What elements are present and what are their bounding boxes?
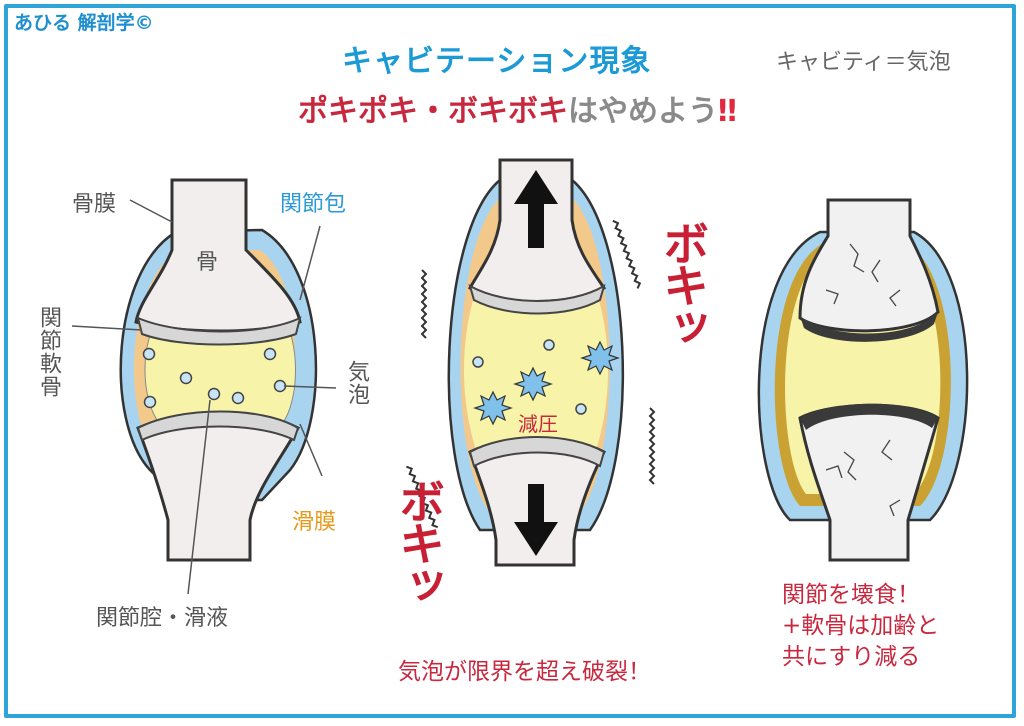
right-upper-bone bbox=[798, 198, 940, 333]
label-periosteum: 骨膜 bbox=[72, 192, 117, 217]
diagram-title: キャビテーション現象 bbox=[342, 44, 652, 79]
brand-label: あひる 解剖学© bbox=[14, 12, 154, 34]
diagram-frame bbox=[4, 4, 1016, 718]
sound-effect-upper: ボキッ bbox=[656, 220, 710, 346]
right-lower-bone bbox=[798, 403, 940, 562]
damaged-joint bbox=[757, 198, 969, 562]
label-bubble: 気泡 bbox=[344, 360, 369, 406]
right-upper-surface bbox=[800, 312, 938, 342]
subtitle-part-1: ポキポキ・ボキボキ bbox=[298, 94, 568, 129]
caption-burst: 気泡が限界を超え破裂！ bbox=[398, 659, 651, 685]
mid-lower-cartilage bbox=[468, 436, 606, 468]
burst-bubble-2 bbox=[513, 366, 553, 402]
label-joint-cavity: 関節腔・滑液 bbox=[96, 606, 229, 631]
subtitle-part-3: ‼ bbox=[718, 94, 737, 129]
label-joint-capsule: 関節包 bbox=[280, 192, 347, 217]
subtitle: ポキポキ・ボキボキはやめよう‼ bbox=[298, 86, 737, 130]
sound-effect-lower: ボキッ bbox=[392, 478, 446, 604]
cavity-note: キャビティ＝気泡 bbox=[776, 50, 951, 75]
label-bone: 骨 bbox=[196, 250, 219, 275]
normal-joint bbox=[71, 178, 337, 595]
arrow-up-icon bbox=[514, 170, 558, 248]
lower-cartilage bbox=[136, 410, 300, 442]
right-lower-surface bbox=[800, 403, 938, 430]
burst-bubble-3 bbox=[473, 390, 513, 426]
subtitle-part-2: はやめよう bbox=[568, 94, 718, 129]
arrow-down-icon bbox=[514, 484, 558, 556]
mid-upper-cartilage bbox=[468, 283, 606, 315]
burst-bubble-1 bbox=[580, 340, 620, 376]
label-articular-cartilage: 関節軟骨 bbox=[36, 306, 61, 398]
label-synovium: 滑膜 bbox=[292, 510, 337, 535]
caption-damage: 関節を壊食！ +軟骨は加齢と 共にすり減る bbox=[782, 582, 940, 670]
label-decompression: 減圧 bbox=[518, 412, 558, 436]
cavitation-joint bbox=[406, 158, 656, 567]
upper-cartilage bbox=[136, 316, 302, 346]
